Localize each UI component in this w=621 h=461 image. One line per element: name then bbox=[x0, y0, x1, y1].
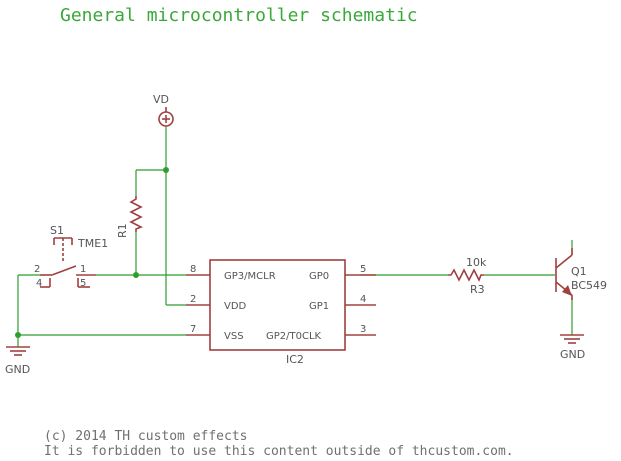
r1-name: R1 bbox=[116, 223, 129, 238]
ic-pin-label-gp2: GP2/T0CLK bbox=[266, 331, 322, 342]
q1-name: Q1 bbox=[571, 265, 587, 278]
ground-left: GND bbox=[5, 346, 30, 376]
switch-name: S1 bbox=[50, 224, 64, 237]
ic-pin-num-3: 3 bbox=[360, 324, 366, 335]
switch-pin-2: 2 bbox=[34, 264, 40, 275]
ic-pin-label-vdd: VDD bbox=[224, 301, 247, 312]
resistor-r3: 10k R3 bbox=[448, 256, 487, 296]
switch-value: TME1 bbox=[77, 237, 108, 250]
diagram-title: General microcontroller schematic bbox=[60, 5, 418, 26]
copyright-line: (c) 2014 TH custom effects bbox=[44, 429, 248, 444]
ic-pin-label-gp1: GP1 bbox=[309, 301, 329, 312]
power-label: VD bbox=[153, 93, 169, 106]
ground-left-label: GND bbox=[5, 363, 30, 376]
switch-pin-4: 4 bbox=[36, 278, 42, 289]
switch-pin-1: 1 bbox=[80, 264, 86, 275]
ic-name: IC2 bbox=[286, 353, 304, 366]
ic-pin-num-5: 5 bbox=[360, 264, 366, 275]
junction-gnd bbox=[15, 332, 21, 338]
ic-pin-label-gp0: GP0 bbox=[309, 271, 329, 282]
junction-mclr bbox=[133, 272, 139, 278]
ic2: 8 2 7 GP3/MCLR VDD VSS GP0 GP1 GP2/T0CLK… bbox=[186, 259, 376, 366]
junction-vd bbox=[163, 167, 169, 173]
r3-value: 10k bbox=[466, 256, 487, 269]
q1-value: BC549 bbox=[571, 279, 607, 292]
ground-right-label: GND bbox=[560, 348, 585, 361]
ic-pin-num-8: 8 bbox=[190, 264, 196, 275]
resistor-r1: R1 bbox=[116, 196, 143, 238]
transistor-q1: Q1 BC549 bbox=[555, 248, 607, 300]
r3-name: R3 bbox=[470, 283, 485, 296]
ic-pin-num-7: 7 bbox=[190, 324, 196, 335]
ground-right: GND bbox=[560, 334, 585, 361]
ic-pin-num-2: 2 bbox=[190, 294, 196, 305]
usage-notice-line: It is forbidden to use this content outs… bbox=[44, 444, 514, 459]
switch-s1: S1 TME1 2 1 4 5 bbox=[34, 224, 108, 289]
ic-pin-num-4: 4 bbox=[360, 294, 366, 305]
ic-pin-label-gp3: GP3/MCLR bbox=[224, 271, 276, 282]
power-symbol-vd: VD bbox=[153, 93, 174, 127]
ic-pin-label-vss: VSS bbox=[224, 331, 244, 342]
switch-pin-5: 5 bbox=[80, 278, 86, 289]
